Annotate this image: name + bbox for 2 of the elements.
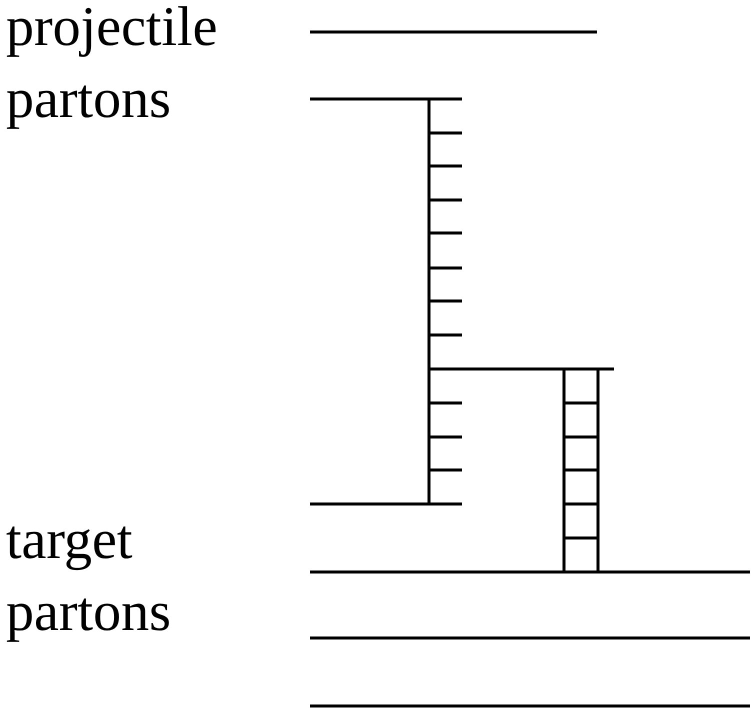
parton-label: target partons	[6, 508, 172, 645]
parton-label: projectile partons	[6, 0, 218, 132]
